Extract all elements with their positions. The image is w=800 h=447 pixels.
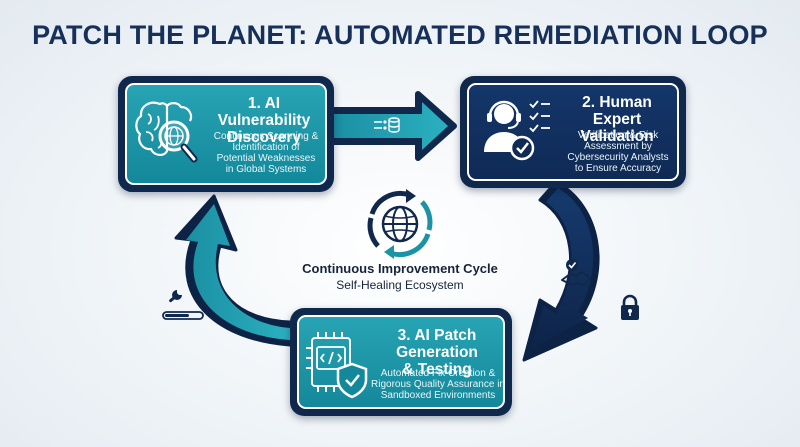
step-1-desc-line1: Continuous Scanning &: [213, 131, 319, 142]
step-2-title-line2: Validation: [580, 128, 654, 145]
step-card-discovery: 1. AI Vulnerability Discovery Continuous…: [118, 76, 334, 192]
page-title: PATCH THE PLANET: AUTOMATED REMEDIATION …: [32, 20, 768, 50]
padlock-icon: [621, 294, 639, 320]
data-stack-icon: [374, 117, 400, 133]
step-1-title-line1: 1. AI Vulnerability: [217, 95, 311, 129]
arrow-validation-to-generation: [522, 180, 600, 362]
arrow-generation-to-discovery: [174, 194, 292, 347]
arrow-discovery-to-validation: [327, 91, 457, 161]
step-3-title-line2: & Testing: [402, 361, 472, 378]
step-3-title-line1: 3. AI Patch Generation: [396, 327, 478, 361]
step-1-desc-line3: Potential Weaknesses: [216, 153, 316, 164]
step-card-generation: 3. AI Patch Generation & Testing Automat…: [290, 308, 512, 416]
brain-magnifier-icon: [135, 101, 198, 163]
step-2-desc-line3: Cybersecurity Analysts: [567, 152, 669, 163]
step-3-desc-line1: Automated Fix Creation &: [380, 368, 496, 379]
step-2-desc-line4: to Ensure Accuracy: [574, 163, 662, 174]
step-1-desc-line4: in Global Systems: [225, 164, 307, 175]
step-1-desc-line2: Identification of: [232, 142, 300, 153]
step-card-validation: 2. Human Expert Validation Verification …: [460, 76, 686, 188]
code-shield-icon: [306, 332, 368, 399]
step-2-desc-line1: Verification & Risk: [577, 130, 659, 141]
headset-checklist-icon: [484, 100, 550, 161]
globe-cycle-icon: [367, 189, 433, 259]
step-3-desc-line3: Sandboxed Environments: [380, 390, 496, 401]
center-cycle-title: Continuous Improvement Cycle: [302, 261, 498, 276]
step-3-desc-line2: Rigorous Quality Assurance in: [371, 379, 505, 390]
step-2-title-line1: 2. Human Expert: [582, 94, 652, 128]
step-2-desc-line2: Assessment by: [584, 141, 652, 152]
wrench-progress-icon: [162, 290, 204, 320]
center-cycle-subtitle: Self-Healing Ecosystem: [336, 278, 464, 292]
step-1-title-line2: Discovery: [226, 129, 302, 146]
handshake-check-icon: [561, 259, 591, 286]
